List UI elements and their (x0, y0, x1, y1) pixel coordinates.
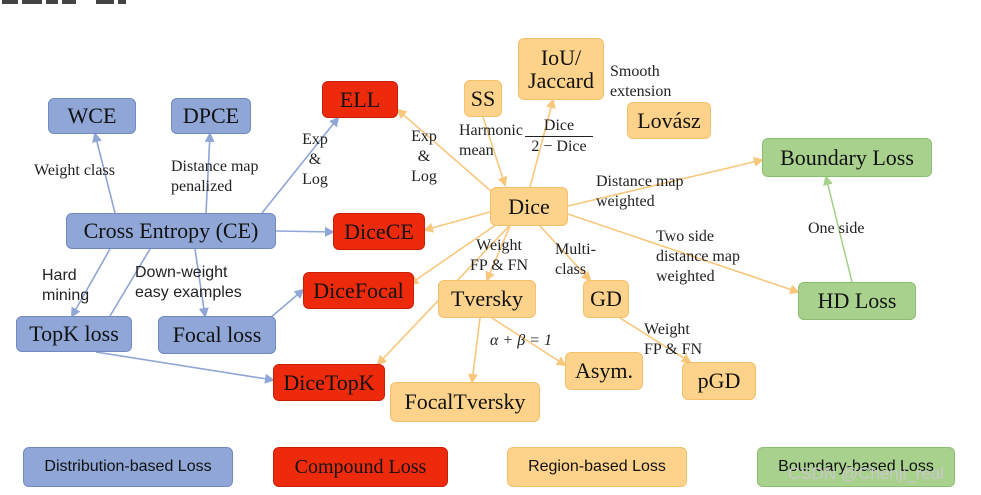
node-boundary-loss: Boundary Loss (762, 138, 932, 177)
node-focal-loss: Focal loss (158, 316, 276, 354)
label-multi-class: Multi- class (555, 241, 596, 278)
node-dice: Dice (490, 187, 568, 226)
fraction-bar (525, 136, 593, 137)
label-weight-fp-fn-gd: Weight FP & FN (644, 321, 703, 358)
node-pgd: pGD (682, 362, 756, 400)
label-alpha-beta: α + β = 1 (490, 332, 552, 349)
label-weight-class: Weight class (34, 162, 115, 179)
edge-hd-boundary (823, 175, 853, 283)
edge-tversky-asym (491, 317, 567, 367)
node-asym: Asym. (565, 352, 643, 390)
label-smooth-extension: Smooth extension (610, 63, 672, 100)
label-hard-mining: Hard mining (42, 267, 90, 304)
edge-ce-topk (71, 248, 111, 318)
edge-ce-focal (109, 248, 151, 317)
node-dicece: DiceCE (333, 213, 425, 250)
edge-ce-wce (92, 132, 116, 214)
legend-compound: Compound Loss (273, 447, 448, 487)
edge-dice-dicece (423, 211, 491, 233)
edge-dice-iou (529, 98, 556, 188)
watermark: CSDN @Chenji_real (788, 464, 945, 483)
label-down-weight: Down-weight easy examples (135, 264, 242, 301)
label-exp-log-left: Exp & Log (302, 131, 328, 188)
edge-dice-tversky (485, 225, 511, 282)
node-ell: ELL (322, 81, 398, 118)
edge-dice-boundary (567, 156, 764, 207)
edge-ce-dpce (204, 132, 215, 214)
edge-dice-hd (564, 212, 800, 295)
node-iou-jaccard: IoU/ Jaccard (518, 38, 604, 100)
legend-boundary-based: Boundary-based Loss (757, 447, 955, 487)
node-dpce: DPCE (171, 98, 251, 134)
node-dicetopk: DiceTopK (273, 364, 385, 401)
node-topk-loss: TopK loss (16, 316, 132, 352)
node-cross-entropy: Cross Entropy (CE) (66, 213, 276, 249)
label-harmonic-mean: Harmonic mean (459, 122, 523, 159)
node-tversky: Tversky (438, 280, 536, 318)
label-dice-fraction: Dice 2 − Dice (525, 117, 593, 156)
legend-distribution-based: Distribution-based Loss (23, 447, 233, 487)
label-weight-fp-fn-tversky: Weight FP & FN (470, 237, 529, 274)
label-one-side: One side (808, 220, 865, 237)
legend-region-based: Region-based Loss (507, 447, 687, 487)
node-ss: SS (464, 80, 502, 117)
node-hd-loss: HD Loss (798, 282, 916, 320)
cropped-top-text (2, 0, 126, 4)
edge-tversky-focaltversky (468, 317, 481, 384)
edge-dice-dicefocal (408, 221, 501, 286)
edge-ce-dicece (275, 226, 335, 237)
edge-topk-dicetopk (95, 351, 275, 384)
edge-ss-dice (482, 116, 508, 187)
label-distance-map-penalized: Distance map penalized (171, 158, 259, 195)
node-gd: GD (583, 280, 629, 318)
edge-focal-dicefocal (269, 288, 305, 319)
edge-dice-ell (396, 108, 493, 193)
node-dicefocal: DiceFocal (303, 272, 414, 309)
label-distance-map-weighted: Distance map weighted (596, 173, 684, 210)
fraction-denominator: 2 − Dice (531, 138, 587, 155)
label-exp-log-right: Exp & Log (411, 128, 437, 185)
node-wce: WCE (48, 98, 136, 134)
edge-ce-ell (261, 116, 340, 214)
node-lovasz: Lovász (627, 102, 711, 139)
fraction-numerator: Dice (543, 117, 575, 134)
node-focaltversky: FocalTversky (390, 382, 540, 422)
label-two-side: Two side distance map weighted (656, 228, 740, 285)
edge-ce-focal2 (194, 248, 209, 318)
edge-gd-pgd (619, 317, 692, 364)
edge-dice-gd (539, 225, 592, 282)
